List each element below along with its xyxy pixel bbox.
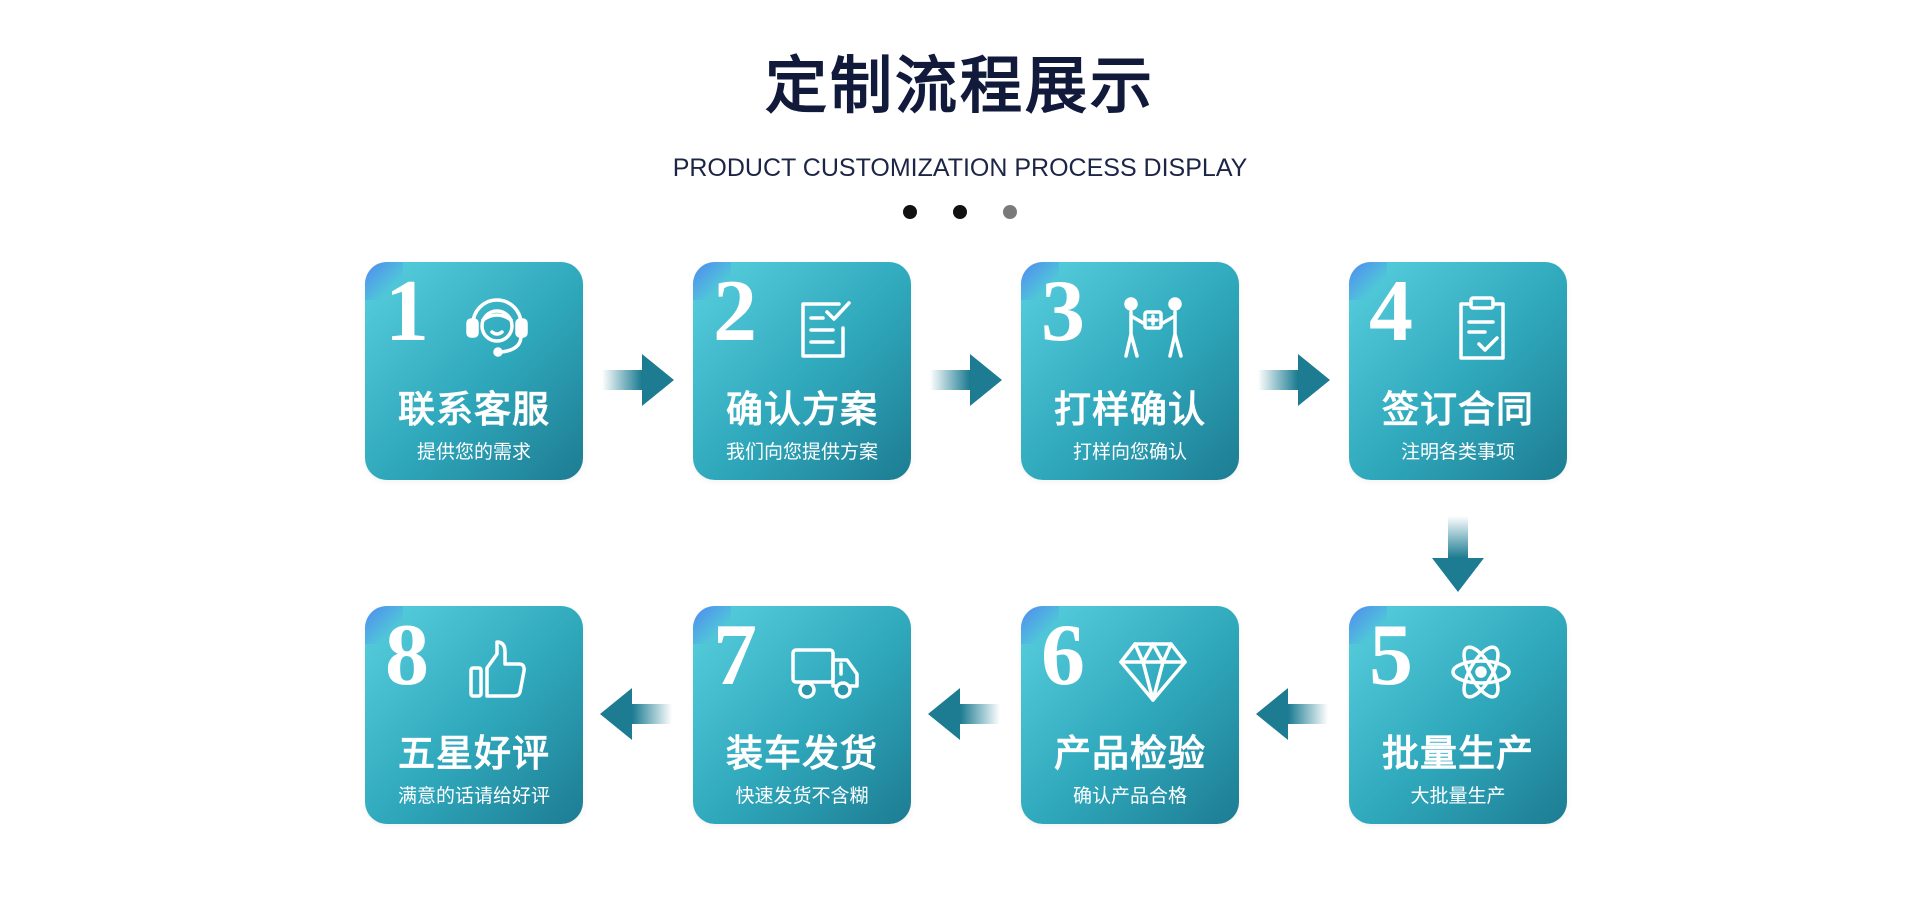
step-number: 5: [1369, 607, 1413, 704]
page-title: 定制流程展示: [764, 49, 1155, 122]
arrow-left-icon: [1256, 686, 1328, 742]
arrow-down-icon: [1430, 516, 1486, 592]
step-desc: 我们向您提供方案: [725, 441, 878, 463]
step-number: 7: [713, 607, 757, 704]
step-number: 1: [385, 263, 429, 360]
step-desc: 大批量生产: [1410, 785, 1506, 807]
step-number: 2: [713, 263, 757, 360]
step-label: 批量生产: [1382, 732, 1534, 775]
step-label: 产品检验: [1054, 732, 1206, 775]
step-label: 打样确认: [1054, 388, 1206, 431]
handover-sample-icon: [1117, 290, 1189, 362]
step-card-4: 4 签订合同 注明各类事项: [1349, 262, 1567, 480]
step-label: 联系客服: [398, 388, 550, 431]
step-desc: 确认产品合格: [1072, 785, 1187, 807]
step-desc: 快速发货不含糊: [735, 785, 869, 807]
step-number: 3: [1041, 263, 1085, 360]
step-card-1: 1 联系客服 提供您的需求: [365, 262, 583, 480]
arrow-right-icon: [930, 352, 1002, 408]
step-card-6: 6 产品检验 确认产品合格: [1021, 606, 1239, 824]
page-subtitle: PRODUCT CUSTOMIZATION PROCESS DISPLAY: [672, 154, 1248, 182]
decorative-dots: [0, 205, 1920, 219]
step-label: 签订合同: [1382, 388, 1534, 431]
step-number: 4: [1369, 263, 1413, 360]
step-desc: 满意的话请给好评: [397, 785, 550, 807]
diamond-quality-icon: [1117, 634, 1189, 706]
step-label: 五星好评: [398, 732, 550, 775]
step-number: 6: [1041, 607, 1085, 704]
checklist-document-icon: [789, 290, 861, 362]
step-card-7: 7 装车发货 快速发货不含糊: [693, 606, 911, 824]
dot-3: [1003, 205, 1017, 219]
step-desc: 提供您的需求: [416, 441, 531, 463]
clipboard-contract-icon: [1445, 290, 1517, 362]
arrow-left-icon: [600, 686, 672, 742]
step-card-5: 5 批量生产 大批量生产: [1349, 606, 1567, 824]
arrow-right-icon: [1258, 352, 1330, 408]
step-card-8: 8 五星好评 满意的话请给好评: [365, 606, 583, 824]
dot-2: [953, 205, 967, 219]
step-card-2: 2 确认方案 我们向您提供方案: [693, 262, 911, 480]
atom-production-icon: [1445, 634, 1517, 706]
thumbs-up-icon: [461, 634, 533, 706]
arrow-right-icon: [602, 352, 674, 408]
customer-service-headset-icon: [461, 290, 533, 362]
step-card-3: 3 打样确认 打样向您确认: [1021, 262, 1239, 480]
step-number: 8: [385, 607, 429, 704]
dot-1: [903, 205, 917, 219]
step-label: 确认方案: [726, 388, 878, 431]
arrow-left-icon: [928, 686, 1000, 742]
step-desc: 打样向您确认: [1072, 441, 1187, 463]
delivery-truck-icon: [789, 634, 861, 706]
step-label: 装车发货: [726, 732, 878, 775]
step-desc: 注明各类事项: [1400, 441, 1515, 463]
